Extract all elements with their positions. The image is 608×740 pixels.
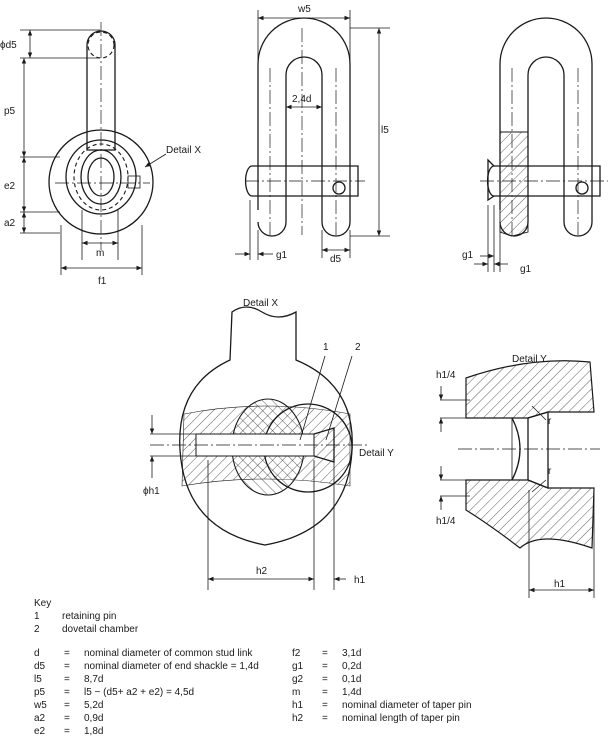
dim-e2: e2 (4, 181, 16, 192)
def-equals: = (64, 687, 70, 698)
detail-y-callout: Detail Y (359, 448, 394, 459)
def-text: nominal diameter of taper pin (342, 700, 472, 711)
def-text: l5 − (d5+ a2 + e2) = 4,5d (84, 687, 195, 698)
def-symbol: h2 (292, 713, 304, 724)
key-item-2-number: 2 (34, 624, 40, 635)
def-equals: = (322, 648, 328, 659)
key-item-1-text: retaining pin (62, 611, 117, 622)
dim-a2: a2 (4, 218, 16, 229)
def-text: 5,2d (84, 700, 104, 711)
dim-phi-d5: ϕd5 (0, 40, 17, 51)
dim-m: m (96, 248, 104, 259)
dim-w5: w5 (297, 4, 311, 15)
front-view (20, 22, 167, 275)
def-symbol: p5 (34, 687, 46, 698)
def-symbol: h1 (292, 700, 304, 711)
def-symbol: e2 (34, 726, 46, 737)
def-text: 1,8d (84, 726, 104, 737)
dim-d5-side: d5 (330, 254, 342, 265)
def-equals: = (64, 661, 70, 672)
dim-h1-detail-y: h1 (554, 579, 566, 590)
def-symbol: w5 (34, 700, 47, 711)
dim-g1-right-section: g1 (520, 264, 532, 275)
dim-g1-left-section: g1 (462, 250, 474, 261)
dim-h1-quarter-bottom: h1/4 (436, 516, 456, 527)
def-equals: = (64, 726, 70, 737)
def-equals: = (64, 674, 70, 685)
detail-x-title: Detail X (243, 298, 278, 309)
detail-x-view (149, 306, 370, 590)
dim-h1-detail-x: h1 (354, 575, 366, 586)
def-symbol: l5 (34, 674, 42, 685)
dim-l5: l5 (381, 125, 389, 136)
def-symbol: d5 (34, 661, 46, 672)
key-title: Key (34, 598, 52, 609)
def-symbol: g2 (292, 674, 304, 685)
def-symbol: g1 (292, 661, 304, 672)
detail-x-callout: Detail X (166, 145, 201, 156)
def-text: 0,1d (342, 674, 362, 685)
def-text: nominal diameter of end shackle = 1,4d (84, 661, 259, 672)
def-equals: = (64, 713, 70, 724)
def-text: 0,9d (84, 713, 104, 724)
def-equals: = (322, 687, 328, 698)
def-text: nominal length of taper pin (342, 713, 460, 724)
detail-y-title: Detail Y (512, 354, 547, 365)
def-equals: = (322, 700, 328, 711)
def-text: 3,1d (342, 648, 362, 659)
dim-f1: f1 (98, 276, 107, 287)
def-symbol: d (34, 648, 40, 659)
def-equals: = (322, 661, 328, 672)
side-view (235, 10, 390, 260)
dim-h1-quarter-top: h1/4 (436, 370, 456, 381)
def-symbol: a2 (34, 713, 46, 724)
def-equals: = (322, 674, 328, 685)
def-text: 0,2d (342, 661, 362, 672)
dim-r-top: r (548, 416, 552, 427)
key-item-2-text: dovetail chamber (62, 624, 139, 635)
dim-g1-side: g1 (276, 250, 288, 261)
def-symbol: m (292, 687, 301, 698)
detail-y-view (438, 360, 600, 598)
def-symbol: f2 (292, 648, 301, 659)
section-view (474, 17, 608, 272)
def-text: 1,4d (342, 687, 362, 698)
callout-1: 1 (323, 342, 329, 353)
dim-inner-width: 2,4d (292, 94, 311, 105)
callout-2: 2 (355, 342, 361, 353)
dim-p5: p5 (4, 106, 16, 117)
def-text: nominal diameter of common stud link (84, 648, 253, 659)
dim-r-bottom: r (548, 466, 552, 477)
def-text: 8,7d (84, 674, 104, 685)
def-equals: = (322, 713, 328, 724)
def-equals: = (64, 700, 70, 711)
def-equals: = (64, 648, 70, 659)
key-item-1-number: 1 (34, 611, 40, 622)
dim-h2: h2 (256, 566, 268, 577)
dim-phi-h1: ϕh1 (143, 486, 160, 497)
